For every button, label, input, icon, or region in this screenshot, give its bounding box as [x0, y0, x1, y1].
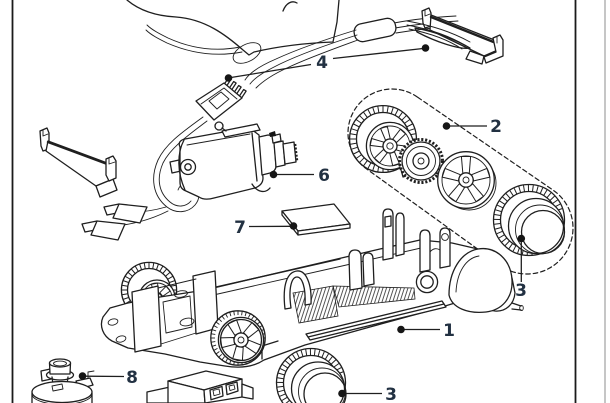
callouts: 4 2 6 7 1 3 3: [78, 44, 527, 403]
guide-assembly: [31, 358, 95, 403]
callout-2: 2: [442, 117, 502, 137]
bracket-left: [39, 127, 118, 198]
pinion-gear: [282, 141, 297, 165]
rear-post: [439, 227, 451, 269]
axle-bearing-hole: [415, 270, 439, 294]
rear-wheel-complete: [348, 104, 418, 174]
ferrite-sleeve: [353, 17, 397, 43]
wire-loop: [232, 42, 262, 64]
rear-axle-set: [347, 88, 574, 275]
tire-bottom: [275, 347, 347, 403]
deck-hatch: [332, 285, 416, 308]
tire-right: [492, 183, 566, 257]
roll-hoop: [283, 270, 312, 310]
svg-text:3: 3: [385, 385, 397, 403]
spade-terminal: [103, 203, 148, 224]
callout-8: 8: [78, 368, 138, 388]
rear-post: [362, 252, 375, 287]
svg-text:7: 7: [234, 218, 246, 238]
plug-connector: [195, 82, 243, 121]
svg-text:1: 1: [443, 321, 455, 341]
svg-text:3: 3: [515, 281, 527, 301]
callout-6: 6: [269, 166, 330, 186]
callout-7: 7: [234, 218, 298, 238]
wheel-rim: [437, 151, 497, 211]
spade-terminal: [81, 220, 126, 241]
magnet-bar: [281, 203, 351, 236]
deck-hatch: [292, 285, 339, 324]
bracket-top-right: [406, 7, 504, 65]
callout-3-bottom: 3: [338, 385, 397, 403]
crown-gear: [398, 138, 444, 184]
chassis: [100, 208, 524, 368]
callout-4: 4: [224, 44, 430, 82]
svg-text:6: 6: [318, 166, 330, 186]
rear-post: [348, 249, 363, 291]
page-frame: [11, 0, 606, 403]
svg-text:2: 2: [490, 117, 502, 137]
rear-post: [419, 229, 431, 273]
callout-1: 1: [397, 321, 455, 341]
rear-post: [395, 212, 405, 257]
svg-text:4: 4: [316, 53, 328, 73]
front-center-wheel: [210, 310, 266, 366]
motor-pocket-wall: [131, 285, 162, 353]
motor: [169, 121, 299, 200]
body-fragment: [126, 0, 340, 56]
svg-text:8: 8: [126, 368, 138, 388]
callout-3-right: 3: [515, 234, 527, 301]
connector-housing: [146, 370, 254, 403]
